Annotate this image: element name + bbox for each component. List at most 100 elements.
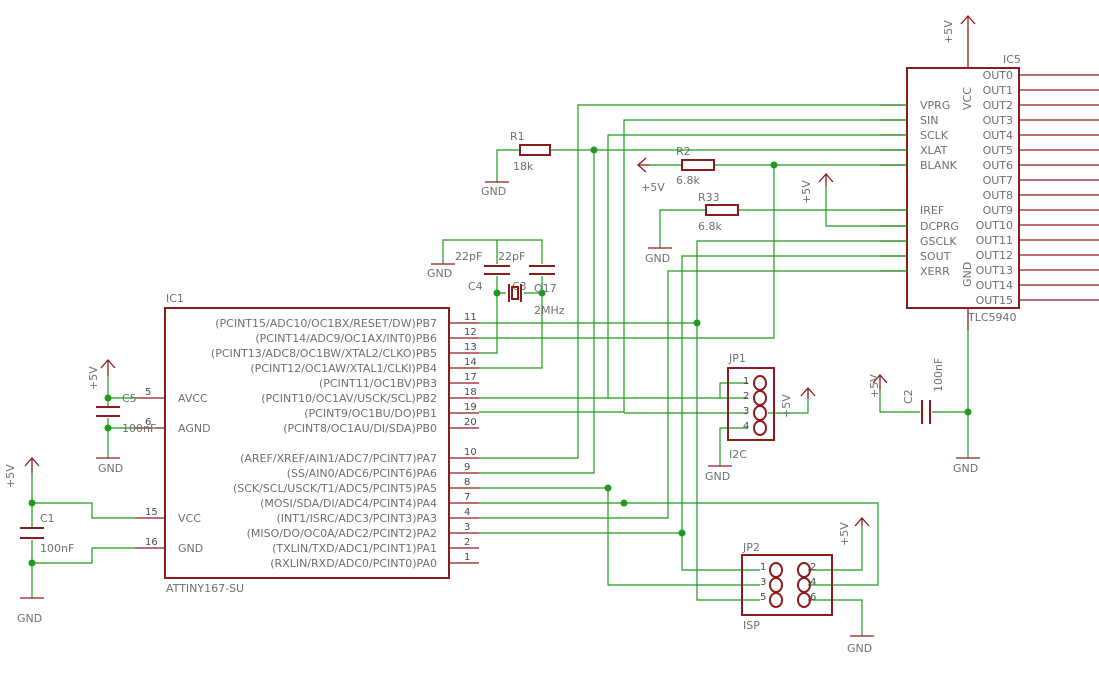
vcc-label: +5V bbox=[4, 464, 17, 488]
jp2-pin-number: 2 bbox=[810, 562, 816, 573]
ic5-output-label: OUT15 bbox=[976, 294, 1013, 307]
ic1-body bbox=[164, 307, 450, 579]
ic1-pin-number: 7 bbox=[464, 492, 470, 503]
ic1-pin-number: 11 bbox=[464, 312, 477, 323]
ic1-pin-label: GND bbox=[178, 542, 203, 555]
gnd-label: GND bbox=[705, 470, 730, 483]
vcc-label: +5V bbox=[868, 374, 881, 398]
gnd-label: GND bbox=[953, 462, 978, 475]
jp1-pin-number: 1 bbox=[743, 376, 749, 387]
ic5-output-label: OUT13 bbox=[976, 264, 1013, 277]
ic1-name: IC1 bbox=[166, 292, 184, 305]
vcc-symbol: +5V bbox=[637, 157, 665, 194]
vcc-symbol: +5V bbox=[868, 374, 888, 398]
ic1-pin-label: AVCC bbox=[178, 392, 208, 405]
gnd-symbol: GND bbox=[96, 457, 123, 475]
c2-supply-wire bbox=[879, 390, 890, 413]
ic1-pin-label: (SCK/SCL/USCK/T1/ADC5/PCINT5)PA5 bbox=[233, 482, 437, 495]
resistor-r33[interactable]: R33 6.8k bbox=[698, 191, 739, 233]
ic5-vcc-supply: +5V bbox=[942, 15, 976, 44]
ic1-pin-number: 9 bbox=[464, 462, 470, 473]
ic5-output-label: OUT6 bbox=[983, 159, 1013, 172]
ic1-pin-label: (PCINT9/OC1BU/DO)PB1 bbox=[304, 407, 437, 420]
ic5-output-label: OUT5 bbox=[983, 144, 1013, 157]
jp1-pin-number: 4 bbox=[743, 421, 749, 432]
ic1-pin-number: 6 bbox=[145, 417, 151, 428]
ic1-pin-number: 19 bbox=[464, 402, 477, 413]
ic1-pin-label: (MOSI/SDA/DI/ADC4/PCINT4)PA4 bbox=[260, 497, 437, 510]
vcc-symbol: +5V bbox=[800, 173, 834, 204]
capacitor-c4[interactable]: 22pF C4 bbox=[468, 250, 555, 293]
ic1-right-pins: (PCINT15/ADC10/OC1BX/RESET/DW)PB7 11 (PCIN… bbox=[211, 312, 479, 570]
jp2-pin bbox=[769, 562, 783, 578]
ic5-output-label: OUT12 bbox=[976, 249, 1013, 262]
ic1-pin-number: 2 bbox=[464, 537, 470, 548]
resistor-r1[interactable]: R1 18k bbox=[510, 130, 551, 173]
capacitor-c1[interactable]: C1 100nF bbox=[20, 512, 74, 555]
jp2-pin-number: 1 bbox=[760, 562, 766, 573]
resistor-r2[interactable]: R2 6.8k bbox=[676, 145, 715, 187]
r2-name: R2 bbox=[676, 145, 691, 158]
gnd-label: GND bbox=[645, 252, 670, 265]
ic1-pin-number: 15 bbox=[145, 507, 158, 518]
ic5-output-label: OUT11 bbox=[976, 234, 1013, 247]
c4-name: C4 bbox=[468, 280, 483, 293]
vcc-label: +5V bbox=[87, 366, 100, 390]
ic5-output-label: OUT4 bbox=[983, 129, 1013, 142]
q17-value: 2MHz bbox=[534, 304, 565, 317]
jp2-pin-number: 5 bbox=[760, 592, 766, 603]
jp1-pin bbox=[753, 420, 767, 436]
vcc-symbol: +5V bbox=[780, 387, 816, 418]
vcc-symbol: +5V bbox=[838, 517, 870, 546]
jp2-pin bbox=[769, 577, 783, 593]
ic1-pin-label: (PCINT10/OC1AV/USCK/SCL)PB2 bbox=[261, 392, 437, 405]
wires bbox=[31, 104, 969, 636]
ic5-output-label: OUT1 bbox=[983, 84, 1013, 97]
jp2-pin bbox=[797, 592, 811, 608]
supply-vcc-label: +5V bbox=[942, 20, 955, 44]
vcc-label: +5V bbox=[800, 180, 813, 204]
vcc-label: +5V bbox=[780, 394, 793, 418]
ic5-body bbox=[906, 67, 1020, 309]
capacitor-c2[interactable]: C2 100nF bbox=[902, 358, 945, 424]
ic5-tlc5940[interactable]: IC5 TLC5940 VPRGSINSCLKXLATBLANKIREFDCPR… bbox=[880, 40, 1099, 330]
r2-value: 6.8k bbox=[676, 174, 700, 187]
ic1-pin-label: (AREF/XREF/AIN1/ADC7/PCINT7)PA7 bbox=[240, 452, 437, 465]
capacitor-c3[interactable]: 22pF C3 bbox=[455, 250, 527, 293]
ic1-pin-label: (PCINT15/ADC10/OC1BX/RESET/DW)PB7 bbox=[215, 317, 437, 330]
c5-value: 100nF bbox=[122, 422, 156, 435]
ic1-pin-label: (TXLIN/TXD/ADC1/PCINT1)PA1 bbox=[272, 542, 437, 555]
jp2-value: ISP bbox=[743, 619, 760, 632]
jp2-pin-number: 3 bbox=[760, 577, 766, 588]
ic5-pin-label: BLANK bbox=[920, 159, 958, 172]
vcc-label: +5V bbox=[641, 181, 665, 194]
jp2-pin-number: 6 bbox=[810, 592, 816, 603]
ic5-name: IC5 bbox=[1003, 53, 1021, 66]
jp1-pin-number: 3 bbox=[743, 406, 749, 417]
ic1-attiny167[interactable]: IC1 ATTINY167-SU (PCINT15/ADC10/OC1BX/RE… bbox=[135, 292, 479, 595]
ic1-pin-label: (MISO/DO/OC0A/ADC2/PCINT2)PA2 bbox=[247, 527, 437, 540]
ic5-pin-label: DCPRG bbox=[920, 220, 959, 233]
gnd-symbol: GND bbox=[847, 635, 874, 655]
capacitor-c5[interactable]: C5 100nF bbox=[96, 392, 156, 435]
ic5-left-pins: VPRGSINSCLKXLATBLANKIREFDCPRGGSCLKSOUTXE… bbox=[880, 99, 959, 278]
gnd-label: GND bbox=[481, 185, 506, 198]
ic1-pin-number: 16 bbox=[145, 537, 158, 548]
ic1-pin-number: 4 bbox=[464, 507, 470, 518]
gnd-symbol: GND bbox=[427, 263, 455, 280]
crystal-q17[interactable]: Q17 2MHz bbox=[508, 282, 565, 317]
ic1-pin-number: 8 bbox=[464, 477, 470, 488]
ic5-output-label: OUT7 bbox=[983, 174, 1013, 187]
ic5-pin-label: SIN bbox=[920, 114, 938, 127]
ic5-pin-label: XLAT bbox=[920, 144, 948, 157]
ic5-pin-label: IREF bbox=[920, 204, 944, 217]
ic1-value: ATTINY167-SU bbox=[166, 582, 244, 595]
c5-name: C5 bbox=[122, 392, 137, 405]
ic1-pin-number: 12 bbox=[464, 327, 477, 338]
ic5-vcc-label: VCC bbox=[961, 87, 974, 110]
